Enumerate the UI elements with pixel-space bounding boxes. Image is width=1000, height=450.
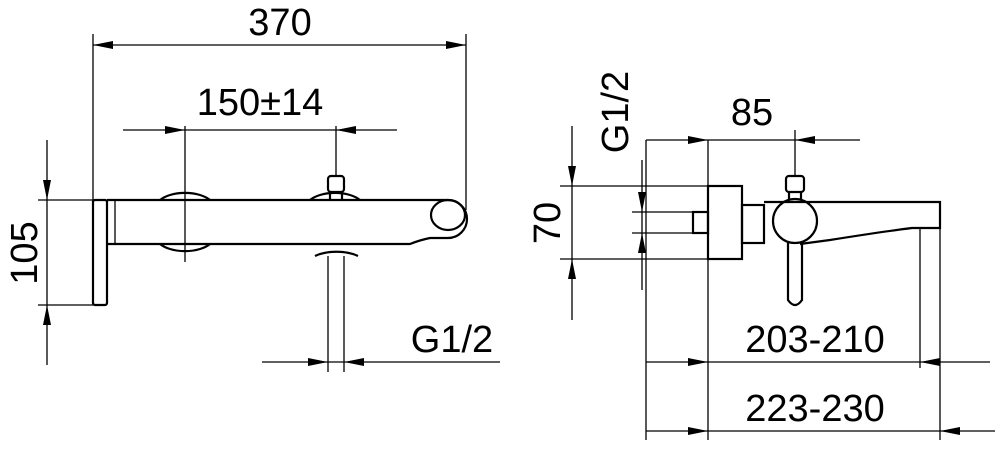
dim-370-label: 370 [248,2,311,44]
side-inlet-stub [691,210,710,235]
side-handle [771,197,819,245]
wall-plate [91,198,109,307]
dim-g12-front-arrow-left [308,358,328,366]
dim-105-label: 105 [4,221,46,284]
dim-70-arrow-bottom [568,259,576,279]
spout-body [107,198,469,246]
dim-203-arrow-right [920,358,940,366]
dim-85-arrow-right [795,136,815,144]
right-eccentric-bottom [314,250,359,258]
dim-70-label: 70 [527,202,569,244]
side-handle-cap [784,174,806,194]
front-view: 370 150±14 105 G1/2 [4,2,500,372]
dim-203-label: 203-210 [745,319,884,361]
dim-g12-front-arrow-right [344,358,364,366]
side-spout [764,200,942,246]
side-wall-block [706,184,744,261]
dim-g12-front-label: G1/2 [411,319,493,361]
dim-150-arrow-right [336,126,356,134]
side-connector [740,203,766,245]
spout-outlet [429,198,467,232]
dim-203-arrow-left [688,358,708,366]
dim-105-arrow-bottom [43,305,51,325]
dim-g12-side-arrow-bottom [638,233,646,253]
side-lever [786,243,804,307]
dim-70-arrow-top [568,166,576,186]
dim-150-label: 150±14 [197,82,324,124]
dim-223-label: 223-230 [745,388,884,430]
dim-g12-side-arrow-top [638,192,646,212]
lever-cap [326,174,346,194]
dim-85-label: 85 [731,92,773,134]
dim-85-arrow-left [688,136,708,144]
dim-150-arrow-left [165,126,185,134]
dim-223-arrow-left [688,427,708,435]
dim-223-arrow-right [940,427,960,435]
side-view: 85 G1/2 70 203-210 223-230 [527,71,995,440]
dim-105-arrow-top [43,180,51,200]
dim-g12-side-label: G1/2 [595,71,637,153]
